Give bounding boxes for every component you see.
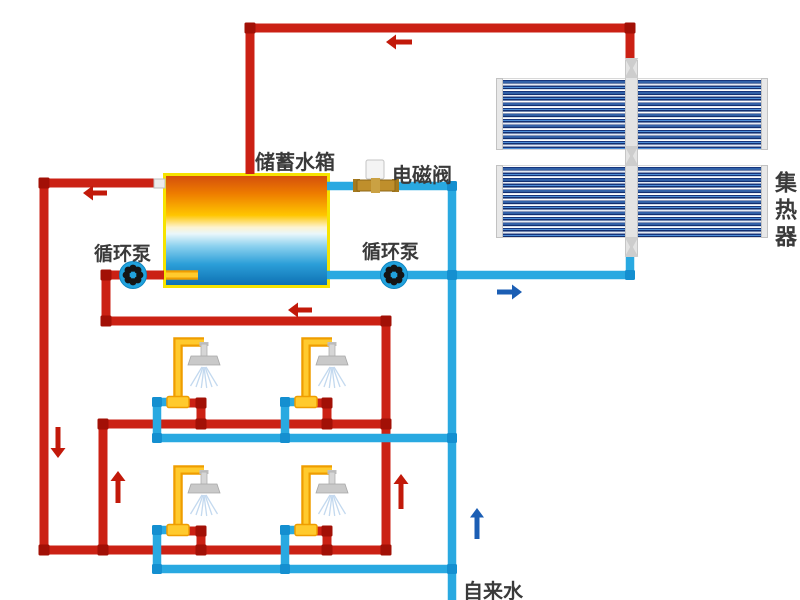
arrow-up xyxy=(470,508,484,539)
tap-water-label: 自来水 xyxy=(463,581,523,600)
pipe-tank-hot-main xyxy=(39,178,386,555)
collector-end-cap xyxy=(496,78,503,150)
collector-label: 集热器 xyxy=(772,171,797,252)
pipe-cold-lower-main xyxy=(152,525,452,574)
shower-mixed-riser xyxy=(303,467,332,532)
pipe-pump-loop xyxy=(101,270,391,550)
flow-arrows xyxy=(50,34,522,539)
solenoid-valve-label: 电磁阀 xyxy=(392,165,452,187)
arrow-left xyxy=(83,185,107,201)
shower-mixed-riser xyxy=(175,339,204,404)
collector-end-cap xyxy=(761,78,768,150)
circulation-pump-left-label: 循环泵 xyxy=(94,244,152,265)
storage-tank-label: 储蓄水箱 xyxy=(255,152,335,174)
circulation-pump-right-label: 循环泵 xyxy=(362,242,420,263)
tank-outlet-connector xyxy=(153,178,166,189)
shower-mixed-riser xyxy=(303,339,332,404)
shower-head xyxy=(315,470,349,517)
hot-pipe-fittings xyxy=(38,22,636,556)
manifold-valve xyxy=(624,237,639,257)
mixed-water-pipes xyxy=(166,270,332,537)
arrow-left xyxy=(288,302,312,318)
collector-end-cap xyxy=(761,165,768,238)
manifold-valve xyxy=(624,146,639,166)
circulation-pump-right xyxy=(380,261,408,289)
collector-end-cap xyxy=(496,165,503,238)
manifold-valve xyxy=(624,58,639,78)
cold-pipe-fittings xyxy=(152,181,635,574)
pipe-collector-to-tank xyxy=(245,23,635,174)
arrow-right xyxy=(497,284,522,300)
shower-mixed-riser xyxy=(175,467,204,532)
storage-tank xyxy=(163,173,330,288)
arrow-up xyxy=(110,471,126,503)
pipe-cold-upper-main xyxy=(152,397,452,443)
mixer-tees xyxy=(166,395,318,537)
shower-heads xyxy=(187,342,349,517)
shower-head xyxy=(315,342,349,389)
arrow-up xyxy=(393,474,409,509)
circulation-pump-left xyxy=(119,261,147,289)
solenoid-valve xyxy=(353,159,399,193)
shower-head xyxy=(187,470,221,517)
arrow-left xyxy=(386,34,412,50)
arrow-down xyxy=(50,427,66,458)
shower-head xyxy=(187,342,221,389)
